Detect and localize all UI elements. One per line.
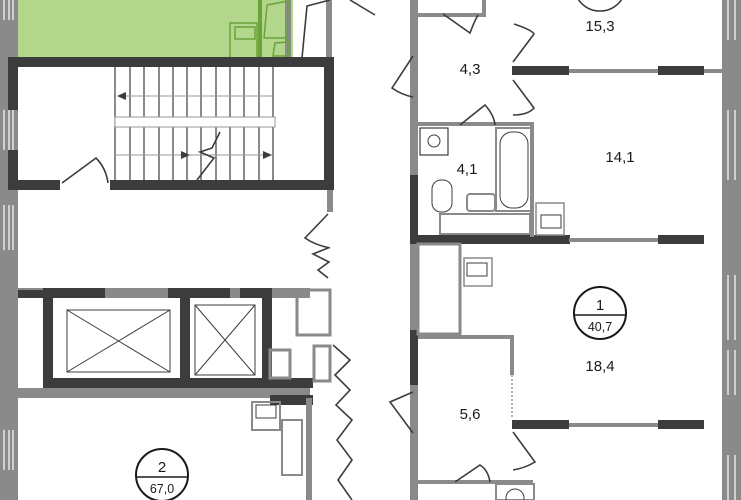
apartment-area: 67,0 xyxy=(150,482,174,496)
sink-icon xyxy=(466,193,496,212)
corridor-wall xyxy=(327,190,333,212)
elevator-shaft xyxy=(194,304,256,376)
apartment-badge-top xyxy=(577,0,623,12)
stair-handrail xyxy=(114,116,276,128)
apartment-badge-1[interactable]: 1 40,7 xyxy=(573,286,627,340)
door-stair xyxy=(61,156,109,184)
elevator-block xyxy=(18,288,354,500)
arrow-left-icon xyxy=(117,92,126,100)
room-area-label: 5,6 xyxy=(460,406,481,423)
apartment-badge-2[interactable]: 2 67,0 xyxy=(135,448,189,500)
arrow-right-icon xyxy=(263,151,272,159)
right-apartments xyxy=(388,0,741,500)
apartment-number: 1 xyxy=(596,297,604,314)
room-area-label: 4,1 xyxy=(457,161,478,178)
room-area-label: 18,4 xyxy=(585,358,614,375)
stairwell xyxy=(8,57,334,190)
apartment-number: 2 xyxy=(158,459,166,476)
room-area-label: 15,3 xyxy=(585,18,614,35)
room-area-label: 4,3 xyxy=(460,61,481,78)
apartment-area: 40,7 xyxy=(588,320,612,334)
toilet-icon xyxy=(431,179,453,213)
washing-machine-icon xyxy=(419,127,449,156)
highlighted-apartment xyxy=(18,0,293,59)
bathtub-icon xyxy=(495,127,533,212)
door-corridor xyxy=(303,213,331,249)
door-hall xyxy=(442,13,479,35)
elevator-shaft xyxy=(66,309,171,373)
exterior-wall-left xyxy=(0,0,18,500)
arrow-right-icon xyxy=(181,151,190,159)
room-area-label: 14,1 xyxy=(605,149,634,166)
